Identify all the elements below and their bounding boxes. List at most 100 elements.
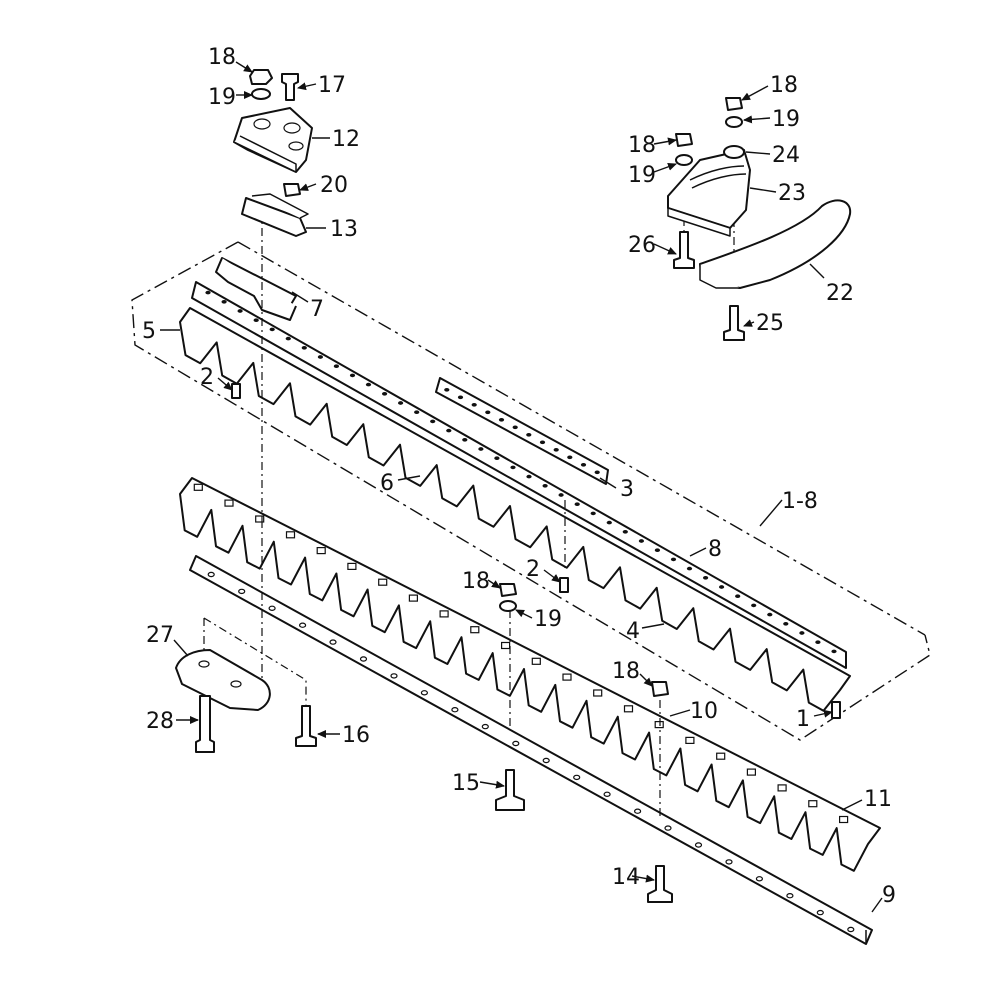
nut-18-lower <box>651 681 669 697</box>
guard-slot <box>347 562 357 571</box>
plate-27 <box>175 649 271 711</box>
bolt-14 <box>647 865 673 903</box>
mounting-hole <box>451 707 459 713</box>
rivet-hole <box>654 548 661 553</box>
guard-slot <box>838 815 849 824</box>
mounting-hole <box>359 656 368 662</box>
guard-slot <box>685 736 695 745</box>
rivet-hole <box>457 395 464 400</box>
rivet-hole <box>512 425 518 430</box>
callout-18: 18 <box>628 133 656 158</box>
rivet-hole <box>444 387 450 392</box>
callout-2: 2 <box>526 557 540 582</box>
callout-18: 18 <box>612 659 640 684</box>
rivet-hole <box>590 511 596 516</box>
callout-14: 14 <box>612 865 640 890</box>
rivet-hole <box>670 557 677 562</box>
rivet-hole <box>301 345 307 350</box>
finger-bar-9 <box>189 555 873 945</box>
mounting-hole <box>816 909 824 916</box>
bolt-28 <box>195 695 215 753</box>
callout-15: 15 <box>452 771 480 796</box>
bolt-26 <box>673 231 695 269</box>
rivet-hole <box>382 391 388 396</box>
rivet-hole <box>539 440 546 445</box>
mounting-hole <box>664 825 672 831</box>
rivet-hole <box>783 621 789 626</box>
divider-22 <box>699 199 852 289</box>
mounting-hole <box>329 639 337 645</box>
rivet-hole <box>622 529 628 534</box>
callout-5: 5 <box>142 319 156 344</box>
rivet-hole <box>558 493 564 497</box>
washer-19-right <box>675 154 693 166</box>
guard-slot <box>378 578 388 586</box>
guard-slot <box>285 531 296 539</box>
rivet-hole <box>606 520 612 525</box>
mounting-hole <box>542 757 550 764</box>
callout-4: 4 <box>626 619 640 644</box>
callout-25: 25 <box>756 311 784 336</box>
rivet-hole <box>446 428 452 433</box>
rivet-hole <box>398 401 404 405</box>
rivet-hole <box>485 410 491 415</box>
rivet-hole <box>478 447 484 451</box>
guard-slot <box>746 768 757 776</box>
callout-2: 2 <box>200 365 214 390</box>
rivet-hole <box>205 290 211 295</box>
callout-24: 24 <box>772 143 800 168</box>
callout-7: 7 <box>310 297 324 322</box>
guard-slot <box>777 784 787 792</box>
mounting-hole <box>847 926 855 933</box>
callout-18: 18 <box>462 569 490 594</box>
callout-labels: 18 19 17 12 20 13 7 5 2 3 6 1-8 8 2 4 1 … <box>142 45 896 908</box>
bolt-2-mid <box>559 577 569 593</box>
callout-11: 11 <box>864 787 892 812</box>
callout-3: 3 <box>620 477 634 502</box>
callout-16: 16 <box>342 723 370 748</box>
rivet-hole <box>269 327 275 332</box>
knife-clip-12 <box>233 107 313 173</box>
callout-23: 23 <box>778 181 806 206</box>
callout-1: 1 <box>796 707 810 732</box>
rivet-hole <box>471 402 477 407</box>
rivet-hole <box>237 309 243 313</box>
rivet-hole <box>735 594 741 599</box>
callout-22: 22 <box>826 281 854 306</box>
rivet-hole <box>751 603 757 608</box>
rivet-hole <box>510 465 516 470</box>
rivet-hole <box>430 419 436 424</box>
upper-knife-sections <box>179 307 851 712</box>
mounting-hole <box>755 876 764 882</box>
callout-10: 10 <box>690 699 718 724</box>
rivet-hole <box>799 631 805 635</box>
pressure-plate-13 <box>241 193 309 237</box>
guard-slot <box>808 800 818 808</box>
rivet-hole <box>567 455 573 460</box>
rivet-hole <box>553 447 559 452</box>
mounting-hole <box>512 740 520 747</box>
callout-18: 18 <box>208 45 236 70</box>
rivet-hole <box>831 649 837 654</box>
callout-19: 19 <box>772 107 800 132</box>
bolt-25 <box>723 305 745 341</box>
washer-24 <box>723 145 745 159</box>
rivet-hole <box>253 318 259 323</box>
mounting-hole <box>420 690 428 696</box>
rivet-hole <box>542 483 548 488</box>
guard-slot <box>531 657 541 665</box>
callout-1-8: 1-8 <box>782 489 818 514</box>
mounting-hole <box>238 588 246 595</box>
bolt-16 <box>295 705 317 747</box>
rivet-hole <box>317 355 323 359</box>
guard-slot <box>501 641 511 650</box>
rivet-hole <box>221 299 227 304</box>
bracket-23 <box>667 149 751 237</box>
mounting-hole <box>786 893 794 899</box>
bolt-2-left <box>231 383 241 399</box>
lower-guard-sections <box>179 477 881 872</box>
rivet-hole <box>703 575 709 580</box>
rivet-hole <box>365 382 372 387</box>
callout-6: 6 <box>380 471 394 496</box>
mounting-hole <box>268 605 276 612</box>
